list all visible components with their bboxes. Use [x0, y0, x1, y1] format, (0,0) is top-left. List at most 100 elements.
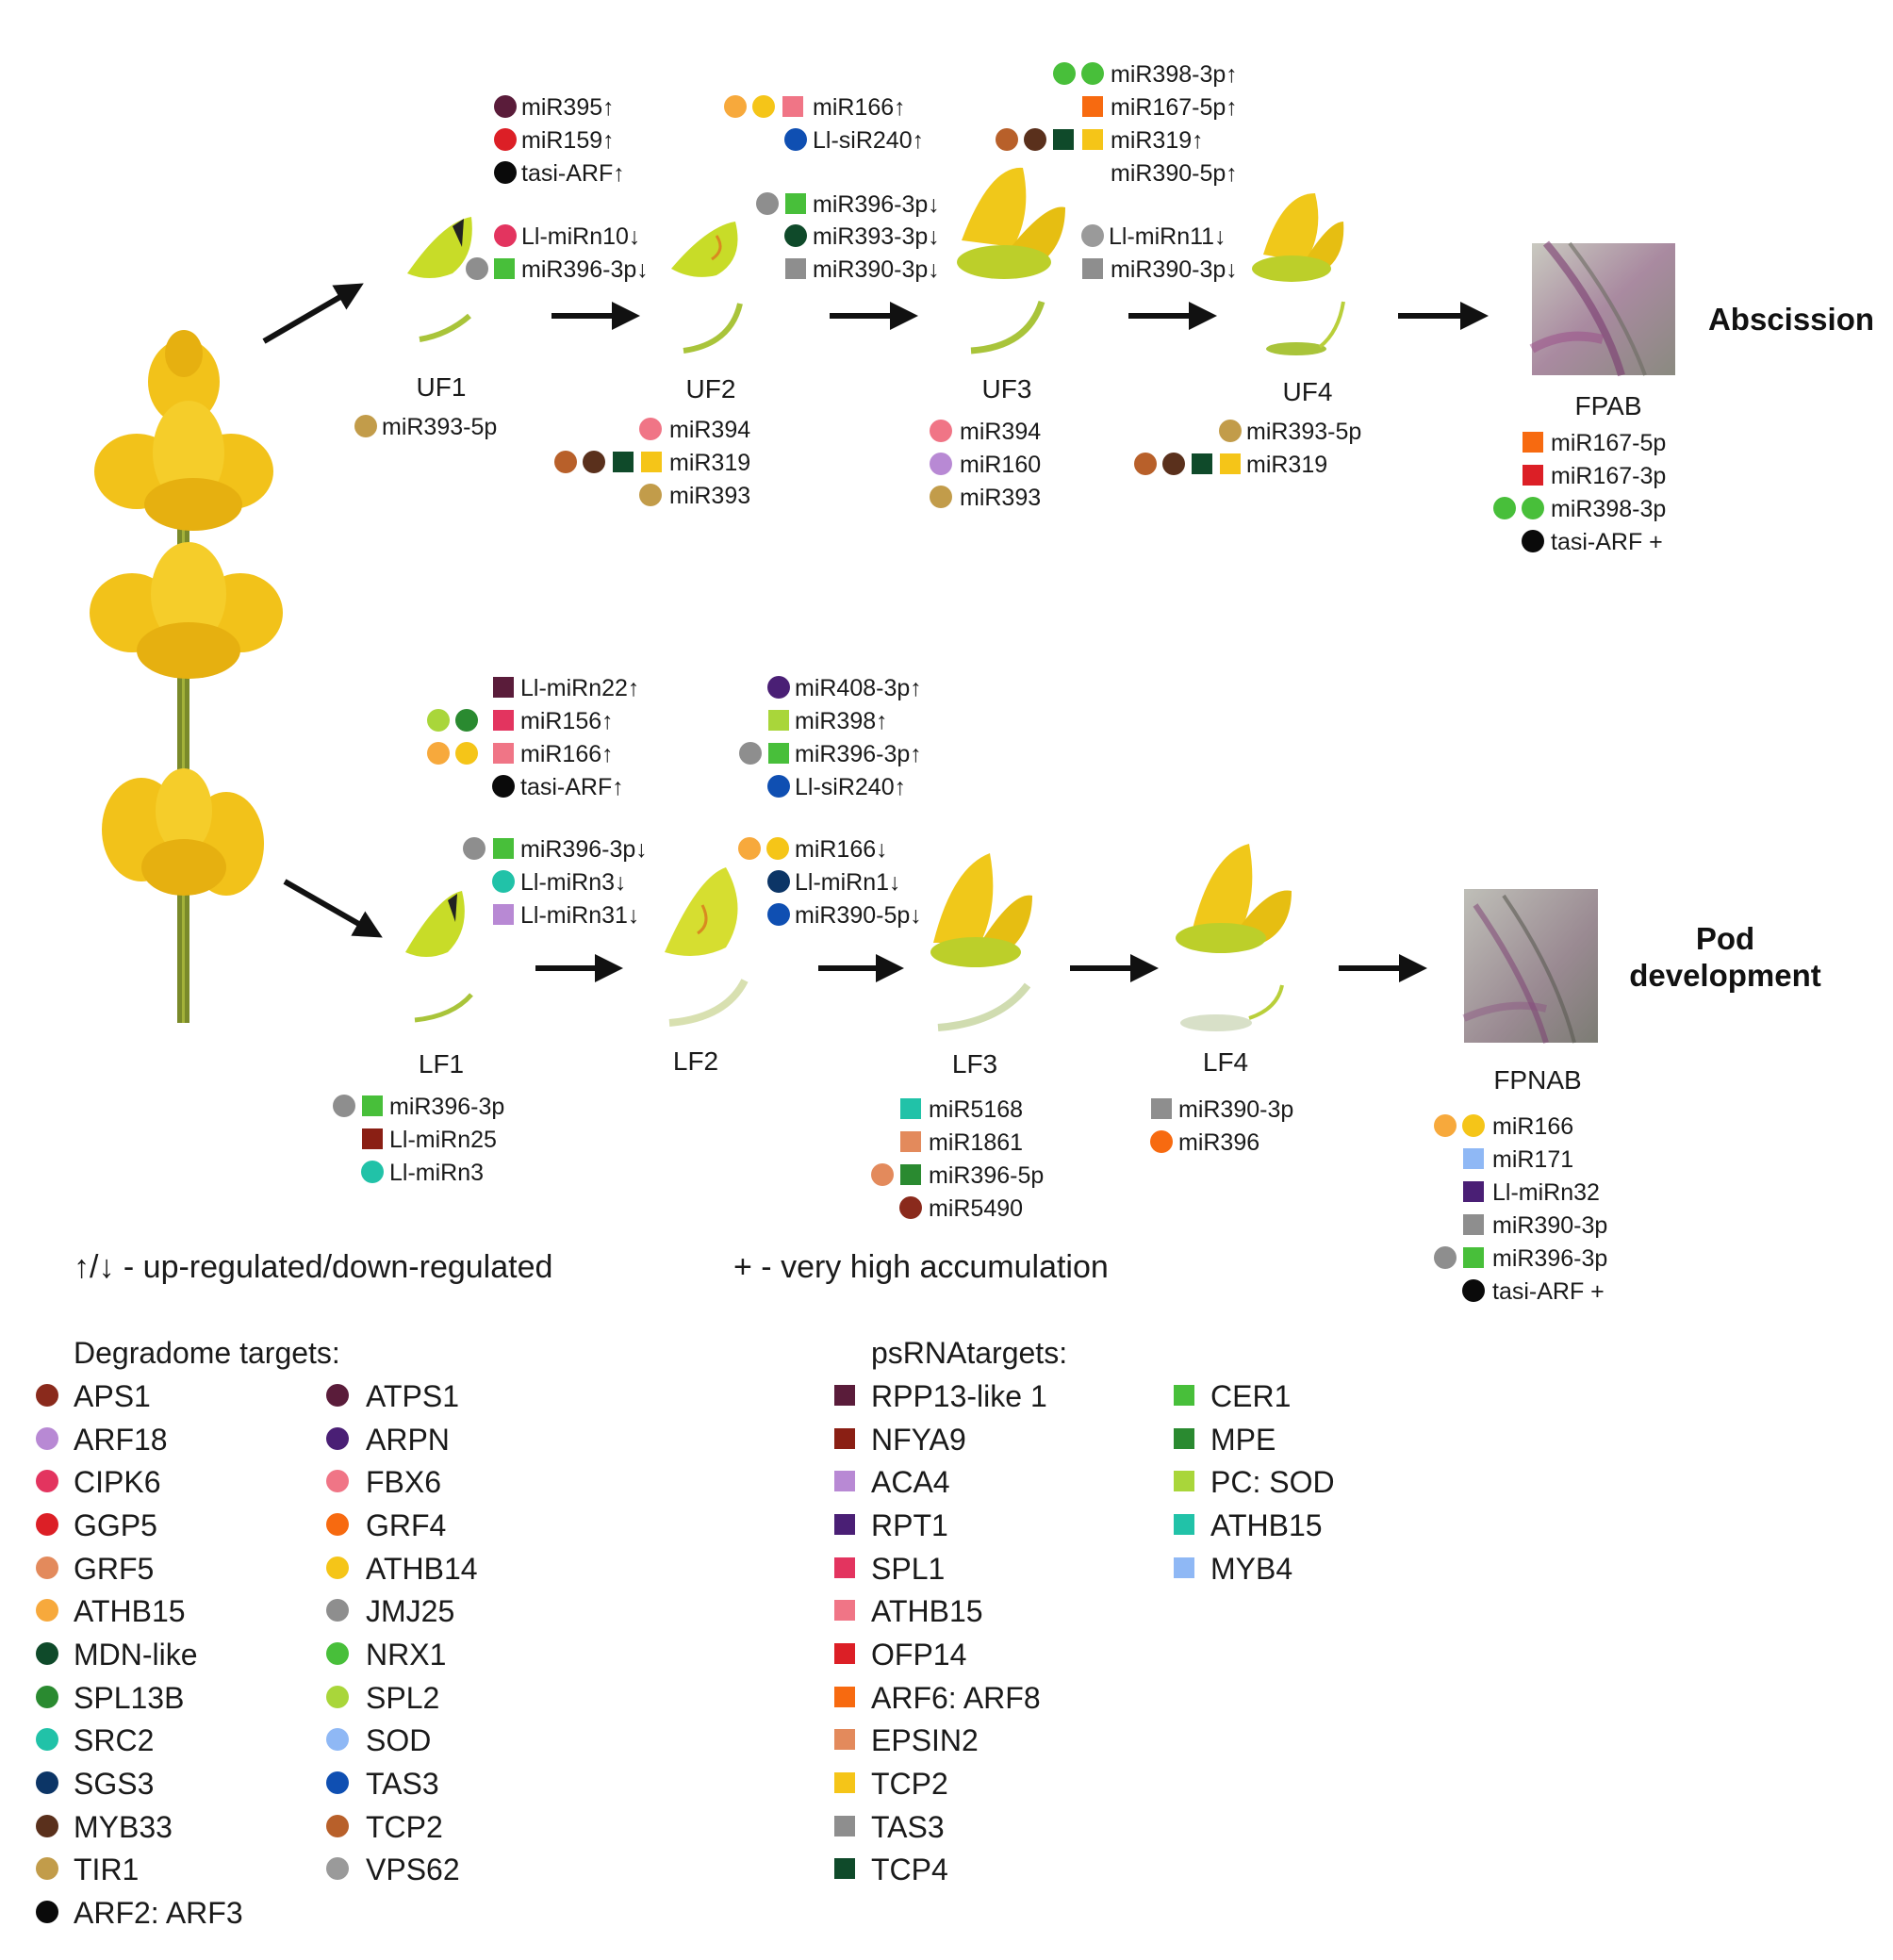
target-marker: [641, 452, 662, 472]
target-marker: [493, 710, 514, 731]
target-marker: [739, 742, 762, 765]
mirna-label: tasi-ARF↑: [520, 774, 624, 800]
mirna-label: miR5490: [929, 1195, 1023, 1222]
legend-swatch: [834, 1428, 855, 1449]
mirna-label: tasi-ARF +: [1492, 1278, 1605, 1305]
legend-swatch: [326, 1470, 349, 1492]
mirna-label: Ll-miRn10↓: [521, 223, 640, 250]
target-marker: [1523, 465, 1543, 486]
mirna-label: miR167-5p: [1551, 430, 1666, 456]
stage-label-uf3: UF3: [982, 374, 1032, 404]
target-marker: [724, 95, 747, 118]
target-marker: [785, 193, 806, 214]
flower-image-lf4: [1176, 844, 1292, 1031]
legend-item: SOD: [366, 1723, 431, 1757]
legend-swatch: [1174, 1471, 1194, 1491]
legend-swatch: [36, 1728, 58, 1751]
mirna-label: Ll-miRn25: [389, 1127, 497, 1153]
legend-swatch: [36, 1513, 58, 1536]
target-marker: [493, 904, 514, 925]
target-marker: [785, 258, 806, 279]
mirna-label: miR167-3p: [1551, 463, 1666, 489]
legend-degradome-col1: APS1 ARF18 CIPK6 GGP5 GRF5 ATHB15 MDN-li…: [36, 1379, 243, 1930]
mirna-group-uf1-down: Ll-miRn10↓ miR396-3p↓: [466, 223, 649, 283]
target-marker: [1053, 62, 1076, 85]
legend-swatch: [36, 1771, 58, 1794]
target-marker: [1082, 96, 1103, 117]
target-marker: [583, 451, 605, 473]
legend-item: SGS3: [74, 1767, 154, 1801]
mirna-group-uf4-bottom: miR393-5p miR319: [1134, 419, 1361, 478]
legend-swatch: [834, 1643, 855, 1664]
legend-swatch: [36, 1384, 58, 1407]
outcome-pod-line2: development: [1629, 958, 1821, 993]
mirna-label: miR390-3p↓: [1111, 256, 1238, 283]
mirna-label: Ll-miRn22↑: [520, 675, 639, 701]
legend-swatch: [36, 1556, 58, 1579]
mirna-group-lf4-bottom: miR390-3p miR396: [1150, 1096, 1293, 1156]
target-marker: [494, 224, 517, 247]
target-marker: [354, 415, 377, 437]
target-marker: [930, 486, 952, 508]
target-marker: [782, 96, 803, 117]
target-marker: [900, 1164, 921, 1185]
mirna-label: miR393: [669, 483, 750, 509]
mirna-label: miR319: [1246, 452, 1327, 478]
legend-item: MDN-like: [74, 1638, 198, 1672]
mirna-group-lf2-down: miR166↓ Ll-miRn1↓ miR390-5p↓: [738, 836, 922, 929]
mirna-label: miR396: [1178, 1129, 1259, 1156]
mirna-label: miR394: [960, 419, 1041, 445]
legend-item: SRC2: [74, 1723, 154, 1757]
flower-whorl: [94, 401, 273, 531]
legend-item: RPT1: [871, 1508, 948, 1542]
flower-image-uf1: [407, 217, 472, 342]
mirna-group-lf1-bottom: miR396-3p Ll-miRn25 Ll-miRn3: [333, 1094, 504, 1186]
target-marker: [1522, 530, 1544, 552]
mirna-label: miR396-3p: [1492, 1245, 1607, 1272]
target-marker: [463, 837, 486, 860]
legend-item: SPL13B: [74, 1681, 184, 1715]
target-marker: [1493, 497, 1516, 519]
target-marker: [361, 1161, 384, 1183]
mirna-label: miR159↑: [521, 127, 615, 154]
legend-item: OFP14: [871, 1638, 966, 1672]
legend-swatch: [326, 1642, 349, 1665]
legend-swatch: [834, 1858, 855, 1879]
legend-item: CER1: [1210, 1379, 1291, 1413]
legend-item: APS1: [74, 1379, 151, 1413]
legend-swatch: [36, 1427, 58, 1450]
legend-swatch: [326, 1384, 349, 1407]
legend-degradome-col2: ATPS1 ARPN FBX6 GRF4 ATHB14 JMJ25 NRX1 S…: [326, 1379, 478, 1886]
legend-swatch: [834, 1514, 855, 1535]
legend-swatch: [1174, 1385, 1194, 1406]
target-marker: [900, 1098, 921, 1119]
target-marker: [899, 1196, 922, 1219]
target-marker: [493, 743, 514, 764]
mirna-label: miR319: [669, 450, 750, 476]
target-marker: [1082, 129, 1103, 150]
legend-swatch: [36, 1857, 58, 1880]
legend-swatch: [1174, 1428, 1194, 1449]
mirna-label: miR166↓: [795, 836, 888, 863]
legend-item: TIR1: [74, 1853, 139, 1886]
target-marker: [784, 224, 807, 247]
mirna-label: miR166↑: [813, 94, 906, 121]
target-marker: [492, 775, 515, 798]
legend-item: MYB33: [74, 1810, 173, 1844]
mirna-label: Ll-miRn3: [389, 1160, 484, 1186]
mirna-label: miR166: [1492, 1113, 1573, 1140]
mirna-label: miR1861: [929, 1129, 1023, 1156]
mirna-label: miR396-5p: [929, 1162, 1044, 1189]
note-high-accumulation: + - very high accumulation: [733, 1249, 1109, 1285]
mirna-label: miR390-5p↑: [1111, 160, 1238, 187]
mirna-label: miR408-3p↑: [795, 675, 922, 701]
legend-swatch: [36, 1686, 58, 1708]
mirna-group-lf2-up: miR408-3p↑ miR398↑ miR396-3p↑ Ll-siR240↑: [739, 675, 922, 800]
mirna-label: miR393-3p↓: [813, 223, 940, 250]
legend-item: RPP13-like 1: [871, 1379, 1047, 1413]
mirna-group-uf1-up: miR395↑ miR159↑ tasi-ARF↑: [494, 94, 625, 187]
target-marker: [1434, 1114, 1457, 1137]
legend-psrna-col2: CER1 MPE PC: SOD ATHB15 MYB4: [1174, 1379, 1335, 1586]
legend-item: ATHB15: [1210, 1508, 1323, 1542]
mirna-label: miR166↑: [520, 741, 614, 767]
